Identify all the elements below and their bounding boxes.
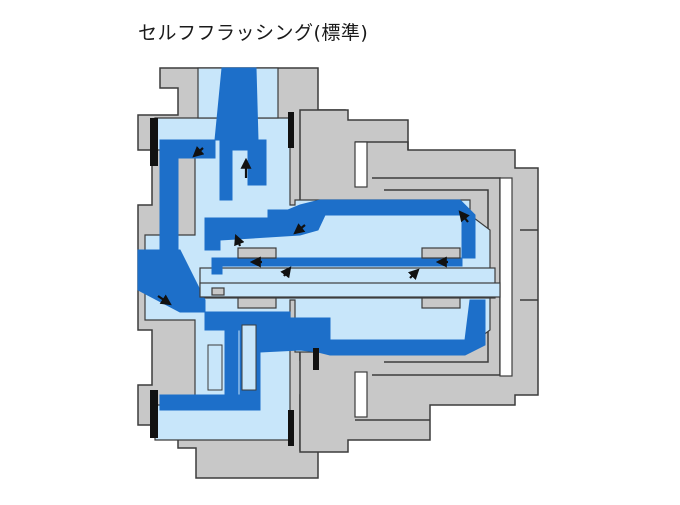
flow-direction-arrow-icon bbox=[407, 268, 420, 281]
shaft-assembly bbox=[199, 247, 501, 309]
dark-flow-region bbox=[137, 67, 486, 411]
flow-direction-arrow-icon bbox=[192, 146, 205, 158]
seals bbox=[150, 112, 319, 446]
housing-gaps bbox=[354, 141, 513, 418]
flow-direction-arrow-icon bbox=[157, 294, 172, 306]
flow-direction-arrow-icon bbox=[293, 223, 306, 235]
flow-arrows bbox=[157, 146, 470, 306]
diagram-title: セルフフラッシング(標準) bbox=[138, 22, 369, 44]
flow-direction-arrow-icon bbox=[458, 210, 470, 223]
flow-direction-arrow-icon bbox=[280, 266, 292, 279]
flow-direction-arrow-icon bbox=[234, 233, 245, 247]
front-chamber-light bbox=[207, 324, 257, 391]
